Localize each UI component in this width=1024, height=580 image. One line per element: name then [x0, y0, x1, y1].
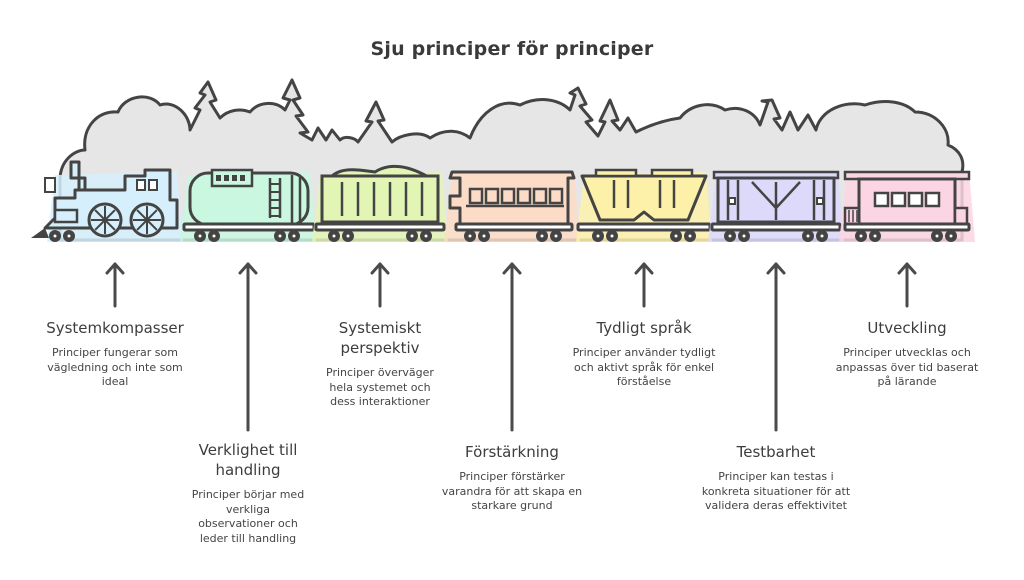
- tank-car: [180, 168, 316, 242]
- caboose: [839, 170, 975, 242]
- principle-heading: Tydligt språk: [596, 319, 692, 337]
- principle-description: Principer förstärker varandra för att sk…: [441, 470, 583, 512]
- up-arrow-icon: [370, 262, 390, 308]
- diagram-title: Sju principer för principer: [370, 38, 654, 60]
- principle-heading: Systemiskt perspektiv: [338, 319, 422, 357]
- principle-heading: Verklighet till handling: [198, 441, 298, 479]
- up-arrow-icon: [238, 262, 258, 432]
- passenger-car: [444, 170, 580, 242]
- principle-description: Principer utvecklas och anpassas över ti…: [835, 346, 979, 388]
- hopper-car: [576, 168, 712, 242]
- coal-car: [312, 164, 448, 242]
- locomotive: [31, 160, 183, 242]
- principle-description: Principer använder tydligt och aktivt sp…: [572, 346, 716, 388]
- train: [31, 160, 975, 242]
- box-car: [708, 170, 844, 242]
- principle-heading: Utveckling: [867, 319, 947, 337]
- principle-heading: Systemkompasser: [46, 319, 184, 337]
- up-arrow-icon: [105, 262, 125, 308]
- principle-description: Principer fungerar som vägledning och in…: [47, 346, 183, 388]
- up-arrow-icon: [897, 262, 917, 308]
- up-arrow-icon: [766, 262, 786, 432]
- up-arrow-icon: [634, 262, 654, 308]
- principle-description: Principer börjar med verkliga observatio…: [191, 488, 305, 545]
- principle-heading: Testbarhet: [736, 443, 816, 461]
- principle-description: Principer kan testas i konkreta situatio…: [701, 470, 851, 512]
- principle-heading: Förstärkning: [465, 443, 559, 461]
- arrows: [105, 262, 917, 432]
- principle-description: Principer överväger hela systemet och de…: [326, 366, 434, 408]
- up-arrow-icon: [502, 262, 522, 432]
